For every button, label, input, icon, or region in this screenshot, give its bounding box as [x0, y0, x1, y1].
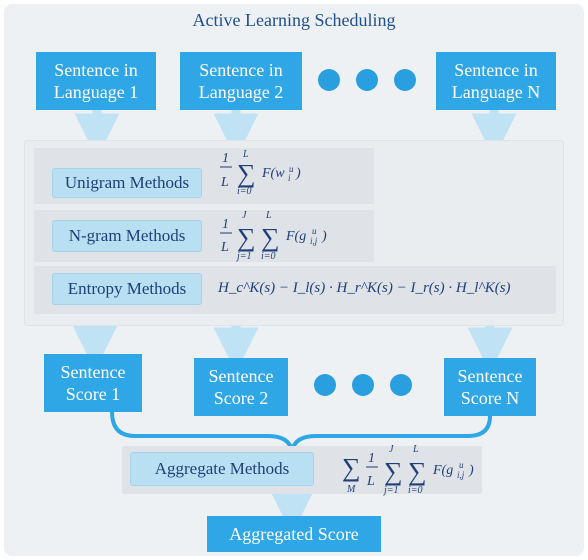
- svg-text:j=1: j=1: [382, 485, 399, 496]
- svg-text:u: u: [312, 226, 317, 236]
- language-box-N: Sentence in Language N: [436, 52, 556, 110]
- svg-text:∑: ∑: [237, 159, 256, 188]
- svg-text:L: L: [220, 175, 229, 190]
- score-box-1: Sentence Score 1: [44, 354, 142, 412]
- svg-text:i,j: i,j: [457, 470, 465, 480]
- svg-text:1: 1: [222, 217, 229, 232]
- entropy-methods-label: Entropy Methods: [52, 273, 202, 305]
- svg-text:L: L: [265, 210, 272, 221]
- language-line2: Language N: [451, 82, 541, 102]
- entropy-formula: H_c^K(s) − I_l(s) · H_r^K(s) − I_r(s) · …: [218, 280, 511, 296]
- svg-text:i=0: i=0: [237, 186, 252, 197]
- score-box-N: Sentence Score N: [444, 358, 536, 416]
- svg-text:F(w: F(w: [261, 166, 285, 181]
- score-line1: Sentence: [457, 366, 523, 386]
- ngram-methods-label: N-gram Methods: [52, 220, 202, 252]
- svg-text:u: u: [289, 164, 294, 174]
- ellipsis-dot: [318, 69, 340, 91]
- language-line2: Language 1: [53, 82, 139, 102]
- language-line1: Sentence in: [199, 60, 283, 80]
- ellipsis-dot: [352, 374, 374, 396]
- svg-text:∑: ∑: [342, 453, 361, 482]
- svg-text:L: L: [366, 474, 375, 489]
- svg-text:M: M: [346, 484, 356, 495]
- svg-text:L: L: [242, 149, 249, 160]
- svg-text:j=1: j=1: [235, 251, 252, 262]
- svg-text:∑: ∑: [408, 457, 427, 486]
- score-line1: Sentence: [60, 362, 126, 382]
- svg-text:i=0: i=0: [261, 251, 276, 262]
- score-line2: Score N: [460, 388, 520, 408]
- svg-text:1: 1: [368, 451, 375, 466]
- svg-text:i: i: [288, 173, 291, 183]
- svg-text:∑: ∑: [261, 223, 280, 252]
- svg-text:i=0: i=0: [408, 485, 423, 496]
- svg-text:∑: ∑: [384, 457, 403, 486]
- svg-text:J: J: [389, 444, 394, 455]
- svg-text:): ): [468, 463, 474, 478]
- svg-text:L: L: [220, 240, 229, 255]
- language-line1: Sentence in: [54, 60, 138, 80]
- score-line2: Score 1: [65, 384, 121, 404]
- ellipsis-dot: [356, 69, 378, 91]
- score-line1: Sentence: [208, 366, 274, 386]
- svg-text:i,j: i,j: [310, 236, 318, 246]
- ellipsis-dot: [394, 69, 416, 91]
- language-line1: Sentence in: [454, 60, 538, 80]
- ellipsis-dot: [314, 374, 336, 396]
- aggregate-methods-label: Aggregate Methods: [130, 452, 314, 486]
- aggregated-score-box: Aggregated Score: [207, 516, 381, 552]
- diagram-title: Active Learning Scheduling: [192, 10, 396, 30]
- language-line2: Language 2: [198, 82, 284, 102]
- svg-text:): ): [321, 229, 327, 244]
- unigram-methods-label: Unigram Methods: [52, 168, 202, 198]
- language-box-2: Sentence in Language 2: [180, 52, 302, 110]
- aggregate-formula: ∑ M 1 L J ∑ j=1 L ∑ i=0 F(g u i,j ): [342, 444, 474, 496]
- svg-text:): ): [295, 166, 301, 181]
- svg-text:u: u: [459, 460, 464, 470]
- ellipsis-dot: [390, 374, 412, 396]
- svg-text:L: L: [412, 444, 419, 455]
- svg-text:∑: ∑: [237, 223, 256, 252]
- language-box-1: Sentence in Language 1: [36, 52, 156, 110]
- svg-text:F(g: F(g: [285, 229, 306, 244]
- unigram-formula: 1 L L ∑ i=0 F(w u i ): [220, 149, 301, 197]
- score-box-2: Sentence Score 2: [194, 358, 288, 416]
- ngram-formula: 1 L J ∑ j=1 L ∑ i=0 F(g u i,j ): [220, 210, 327, 262]
- svg-text:J: J: [242, 210, 247, 221]
- svg-text:1: 1: [222, 151, 229, 166]
- svg-text:F(g: F(g: [432, 463, 453, 478]
- score-line2: Score 2: [213, 388, 269, 408]
